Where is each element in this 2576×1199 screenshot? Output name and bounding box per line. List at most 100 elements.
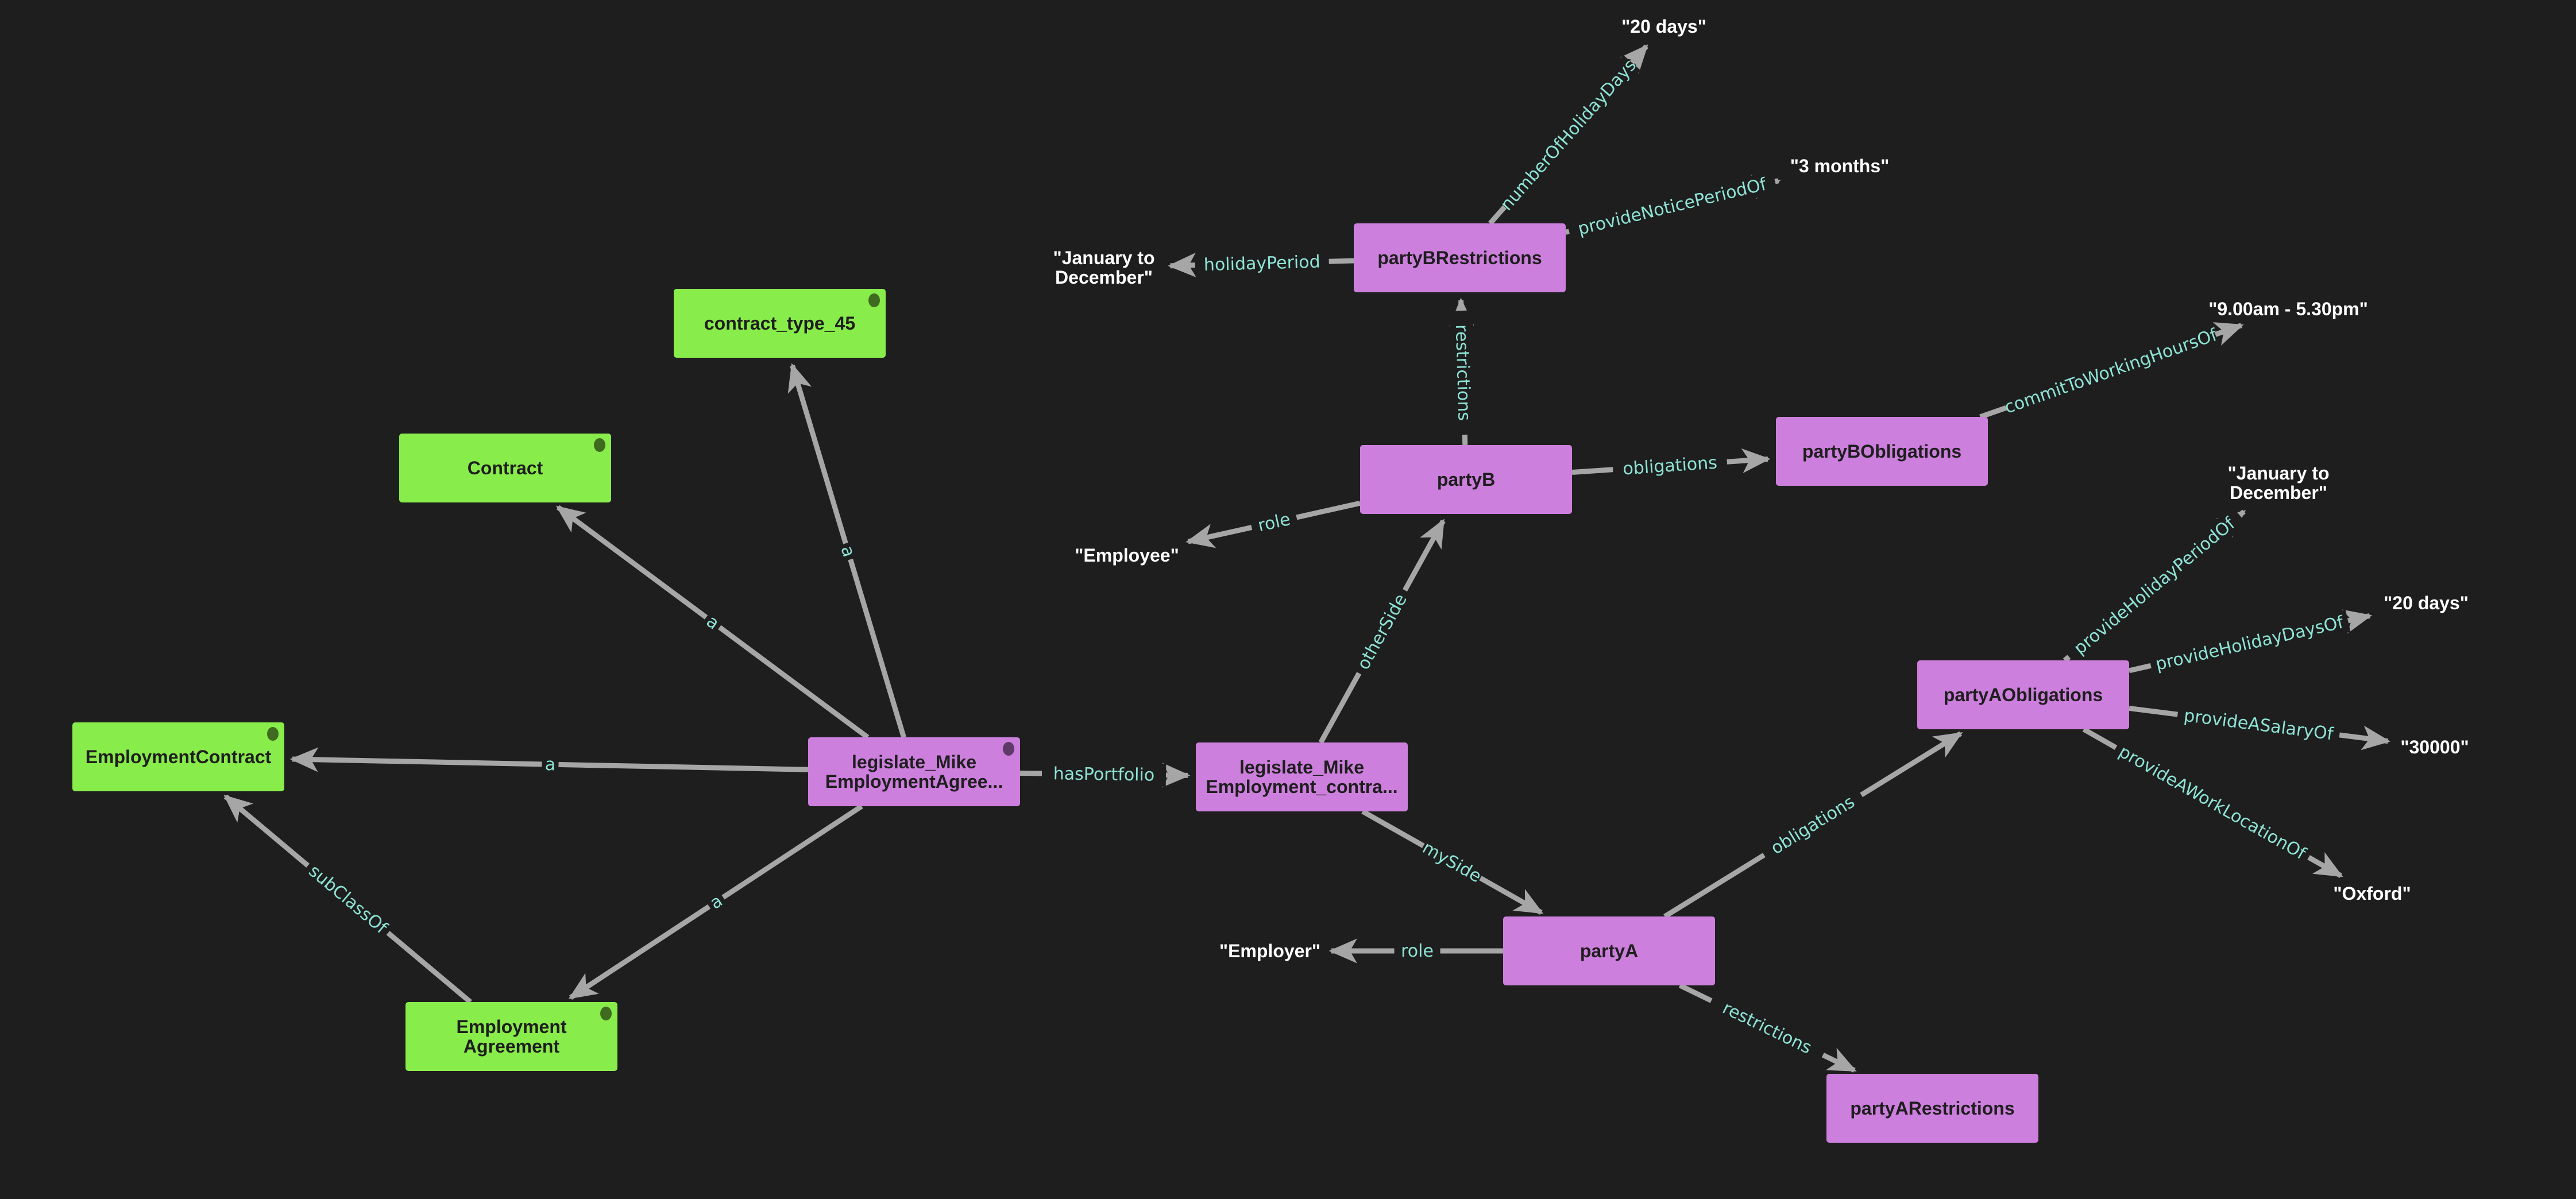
edge-label-group: provideAWorkLocationOf (2110, 737, 2315, 868)
edge-label-background (2002, 323, 2219, 419)
edge-label-background (1706, 990, 1828, 1066)
node-status-dot-icon (868, 293, 880, 307)
node-partybobligations[interactable]: partyBObligations (1776, 417, 1988, 486)
edges-layer: aaaasubClassOfhasPortfoliootherSidemySid… (223, 44, 2391, 1073)
literal-value: "Employee" (1075, 545, 1179, 566)
edge-label: holidayPeriod (1203, 252, 1320, 276)
edge-a[interactable]: a (568, 804, 863, 1000)
node-contract[interactable]: Contract (399, 434, 611, 502)
edge-label: role (1401, 941, 1434, 961)
literal-value: "20 days" (2384, 593, 2469, 613)
edge-obligations[interactable]: obligations (1571, 448, 1771, 481)
edge-label-background (1450, 310, 1477, 435)
edge-label: provideNoticePeriodOf (1576, 174, 1769, 239)
edge-label-group: obligations (1758, 785, 1868, 865)
node-partybrestrictions[interactable]: partyBRestrictions (1354, 223, 1566, 292)
edge-otherside[interactable]: otherSide (1318, 519, 1446, 744)
node-employmentcontract[interactable]: EmploymentContract (72, 722, 284, 791)
edge-label-background (1612, 450, 1728, 481)
node-box[interactable] (674, 289, 886, 358)
edge-label-background (2176, 703, 2341, 747)
edge-holidayperiod[interactable]: holidayPeriod (1167, 250, 1354, 278)
node-box[interactable] (1503, 916, 1715, 985)
edge-label-background (300, 857, 396, 942)
edge-label-group: provideHolidayDaysOf (2148, 609, 2351, 677)
edge-label-background (1394, 939, 1440, 962)
node-box[interactable] (405, 1002, 617, 1071)
node-box[interactable] (1826, 1074, 2038, 1143)
node-status-dot-icon (594, 438, 605, 452)
edge-restrictions[interactable]: restrictions (1678, 983, 1857, 1073)
edge-providenoticeperiodof[interactable]: provideNoticePeriodOf (1565, 170, 1781, 243)
node-status-dot-icon (1003, 742, 1014, 756)
edge-label: a (544, 755, 555, 775)
node-partyarestrictions[interactable]: partyARestrictions (1826, 1074, 2038, 1143)
edge-label-background (1418, 836, 1486, 888)
edge-label: numberOfHolidayDays (1497, 55, 1640, 214)
edge-label: restrictions (1451, 324, 1474, 421)
node-legislate-mike-employment-contract[interactable]: legislate_MikeEmployment_contra... (1196, 742, 1408, 811)
edge-label: provideHolidayDaysOf (2154, 612, 2346, 675)
literal-value: "3 months" (1790, 156, 1890, 176)
edge-provideasalaryof[interactable]: provideASalaryOf (2129, 703, 2391, 751)
node-box[interactable] (399, 434, 611, 502)
node-partyb[interactable]: partyB (1360, 445, 1572, 514)
edge-a[interactable]: a (787, 363, 906, 738)
edge-label-background (542, 752, 559, 776)
node-box[interactable] (72, 722, 284, 791)
node-box[interactable] (1360, 445, 1572, 514)
node-box[interactable] (1196, 742, 1408, 811)
edge-label-background (1249, 506, 1299, 539)
edge-label: provideAWorkLocationOf (2115, 742, 2310, 865)
literal-value: "30000" (2400, 737, 2469, 757)
edge-label: otherSide (1353, 591, 1411, 674)
literal-lit-20days-a: "20 days" (2384, 593, 2469, 613)
edge-label-group: restrictions (1706, 990, 1828, 1066)
edge-committoworkinghoursof[interactable]: commitToWorkingHoursOf (1979, 322, 2244, 420)
node-partya[interactable]: partyA (1503, 916, 1715, 985)
edge-provideholidaydaysof[interactable]: provideHolidayDaysOf (2128, 609, 2373, 677)
literal-lit-hours: "9.00am - 5.30pm" (2208, 299, 2368, 319)
edge-label-background (1041, 761, 1167, 787)
edge-label-background (1349, 585, 1415, 679)
edge-provideaworklocationof[interactable]: provideAWorkLocationOf (2082, 727, 2343, 878)
node-box[interactable] (808, 737, 1020, 806)
edge-label-background (1195, 250, 1330, 277)
edge-subclassof[interactable]: subClassOf (223, 794, 472, 1004)
literal-value: December" (1055, 267, 1153, 288)
edge-role[interactable]: role (1185, 500, 1361, 548)
edge-label: commitToWorkingHoursOf (2002, 324, 2220, 417)
edge-role[interactable]: role (1328, 938, 1503, 964)
edge-myside[interactable]: mySide (1361, 809, 1544, 915)
edge-a[interactable]: a (555, 505, 870, 740)
nodes-layer: contract_type_45ContractEmploymentContra… (72, 223, 2129, 1143)
edge-label-background (2148, 609, 2351, 677)
edge-label-background (1758, 785, 1868, 865)
literal-lit-20days-b: "20 days" (1621, 16, 1706, 37)
literal-value: "20 days" (1621, 16, 1706, 37)
edge-obligations[interactable]: obligations (1663, 731, 1963, 919)
node-status-dot-icon (600, 1007, 612, 1020)
edge-hasportfolio[interactable]: hasPortfolio (1019, 761, 1191, 788)
node-box[interactable] (1776, 417, 1988, 486)
edge-label-group: numberOfHolidayDays (1496, 55, 1641, 215)
edge-label-group: a (702, 887, 729, 916)
literal-value: "Employer" (1219, 941, 1320, 961)
edge-restrictions[interactable]: restrictions (1449, 297, 1477, 446)
node-legislate-mike-employmentagreement[interactable]: legislate_MikeEmploymentAgree... (808, 737, 1020, 806)
edge-label-group: provideASalaryOf (2176, 703, 2341, 747)
node-box[interactable] (1354, 223, 1566, 292)
edge-label: obligations (1767, 792, 1858, 858)
literal-lit-employer: "Employer" (1219, 941, 1320, 961)
node-partyaobligations[interactable]: partyAObligations (1917, 660, 2129, 729)
edge-label-group: otherSide (1349, 585, 1415, 679)
node-box[interactable] (1917, 660, 2129, 729)
edge-label-background (2110, 737, 2315, 868)
edge-label: role (1256, 509, 1292, 536)
node-contract-type-45[interactable]: contract_type_45 (674, 289, 886, 358)
edge-numberofholidaydays[interactable]: numberOfHolidayDays (1488, 44, 1648, 225)
edge-label-group: hasPortfolio (1041, 761, 1167, 787)
edge-a[interactable]: a (289, 747, 809, 776)
